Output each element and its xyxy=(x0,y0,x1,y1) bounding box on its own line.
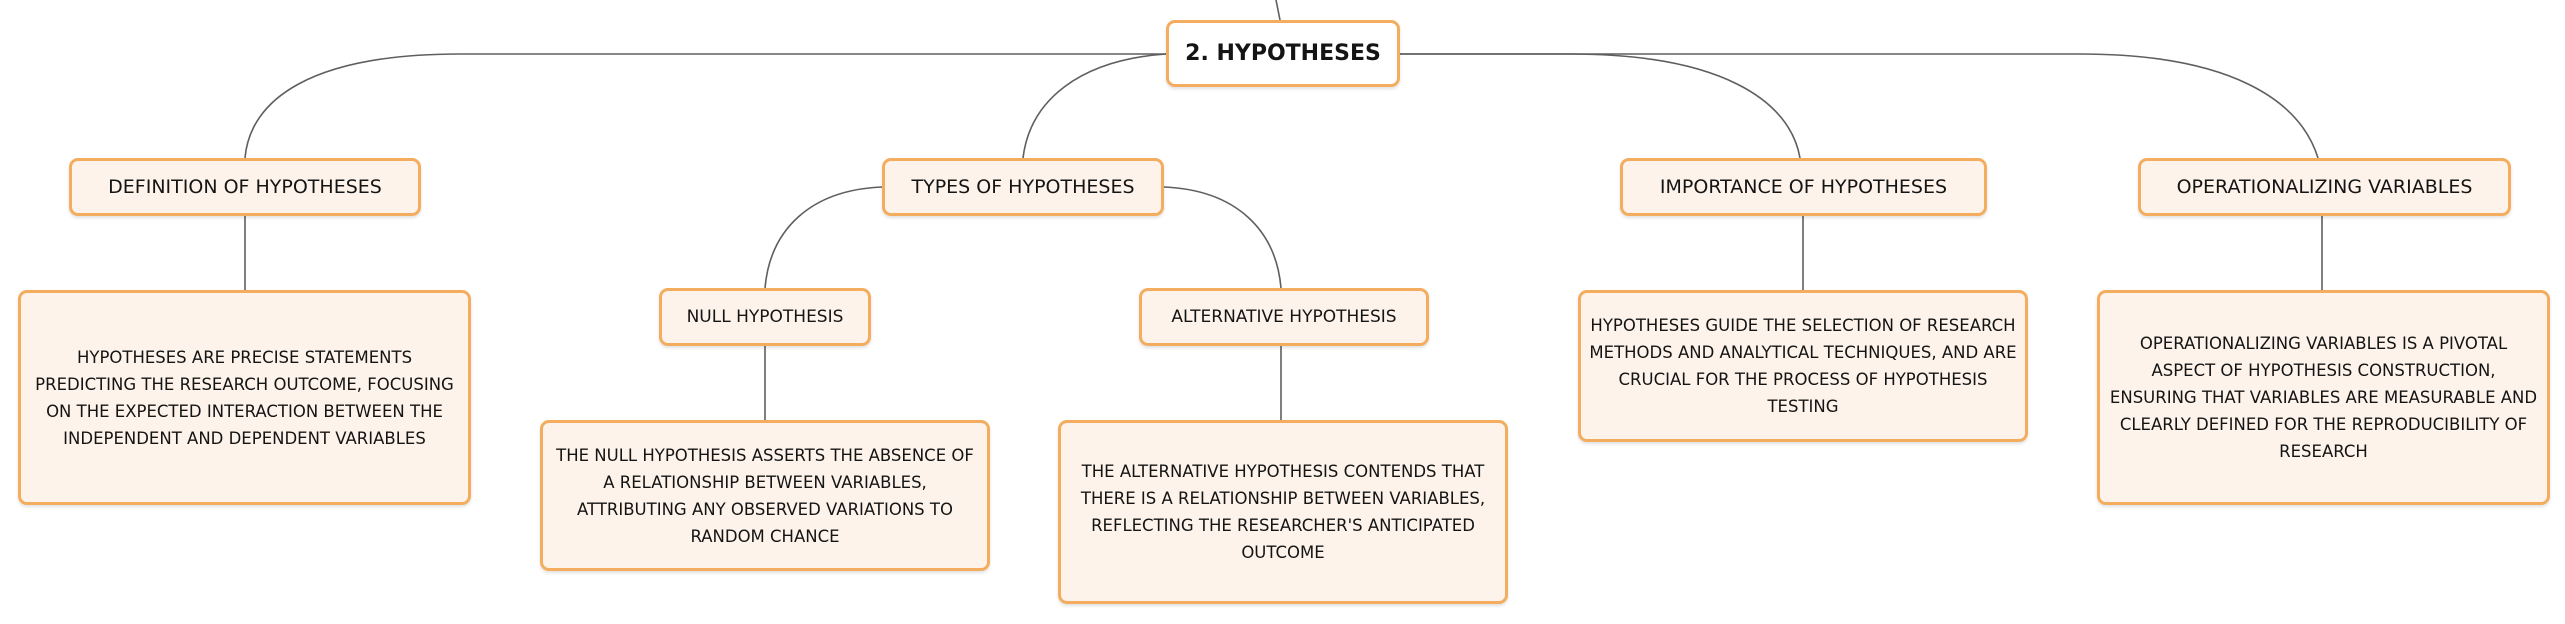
null-hypothesis-detail-node[interactable]: THE NULL HYPOTHESIS ASSERTS THE ABSENCE … xyxy=(540,420,990,571)
operationalizing-node[interactable]: OPERATIONALIZING VARIABLES xyxy=(2138,158,2511,216)
definition-label: DEFINITION OF HYPOTHESES xyxy=(108,176,382,198)
alternative-hypothesis-detail-text: THE ALTERNATIVE HYPOTHESIS CONTENDS THAT… xyxy=(1080,462,1486,562)
alternative-hypothesis-node[interactable]: ALTERNATIVE HYPOTHESIS xyxy=(1139,288,1429,346)
importance-label: IMPORTANCE OF HYPOTHESES xyxy=(1659,176,1948,198)
connector-root-types xyxy=(1022,53,1167,159)
types-label: TYPES OF HYPOTHESES xyxy=(911,176,1135,198)
connector-types-alternative xyxy=(1163,186,1282,289)
operationalizing-detail-node[interactable]: OPERATIONALIZING VARIABLES IS A PIVOTAL … xyxy=(2097,290,2550,505)
root-label: 2. HYPOTHESES xyxy=(1185,41,1381,66)
definition-detail-text: HYPOTHESES ARE PRECISE STATEMENTS PREDIC… xyxy=(35,347,454,448)
types-node[interactable]: TYPES OF HYPOTHESES xyxy=(882,158,1164,216)
connector-root-importance xyxy=(1400,53,1801,159)
definition-node[interactable]: DEFINITION OF HYPOTHESES xyxy=(69,158,421,216)
root-node[interactable]: 2. HYPOTHESES xyxy=(1166,20,1400,87)
operationalizing-label: OPERATIONALIZING VARIABLES xyxy=(2176,176,2473,198)
importance-detail-node[interactable]: HYPOTHESES GUIDE THE SELECTION OF RESEAR… xyxy=(1578,290,2028,442)
connector-root-operationalizing xyxy=(1400,53,2319,159)
alternative-hypothesis-label: ALTERNATIVE HYPOTHESIS xyxy=(1171,307,1397,327)
definition-detail-node[interactable]: HYPOTHESES ARE PRECISE STATEMENTS PREDIC… xyxy=(18,290,471,505)
null-hypothesis-node[interactable]: NULL HYPOTHESIS xyxy=(659,288,871,346)
connector-root-definition xyxy=(244,53,1166,159)
operationalizing-detail-text: OPERATIONALIZING VARIABLES IS A PIVOTAL … xyxy=(2109,334,2538,461)
importance-node[interactable]: IMPORTANCE OF HYPOTHESES xyxy=(1620,158,1987,216)
null-hypothesis-detail-text: THE NULL HYPOTHESIS ASSERTS THE ABSENCE … xyxy=(556,445,974,546)
alternative-hypothesis-detail-node[interactable]: THE ALTERNATIVE HYPOTHESIS CONTENDS THAT… xyxy=(1058,420,1508,604)
null-hypothesis-label: NULL HYPOTHESIS xyxy=(686,307,844,327)
connector-parent-stub xyxy=(1275,0,1281,21)
importance-detail-text: HYPOTHESES GUIDE THE SELECTION OF RESEAR… xyxy=(1589,316,2017,416)
connector-types-null xyxy=(764,186,883,289)
